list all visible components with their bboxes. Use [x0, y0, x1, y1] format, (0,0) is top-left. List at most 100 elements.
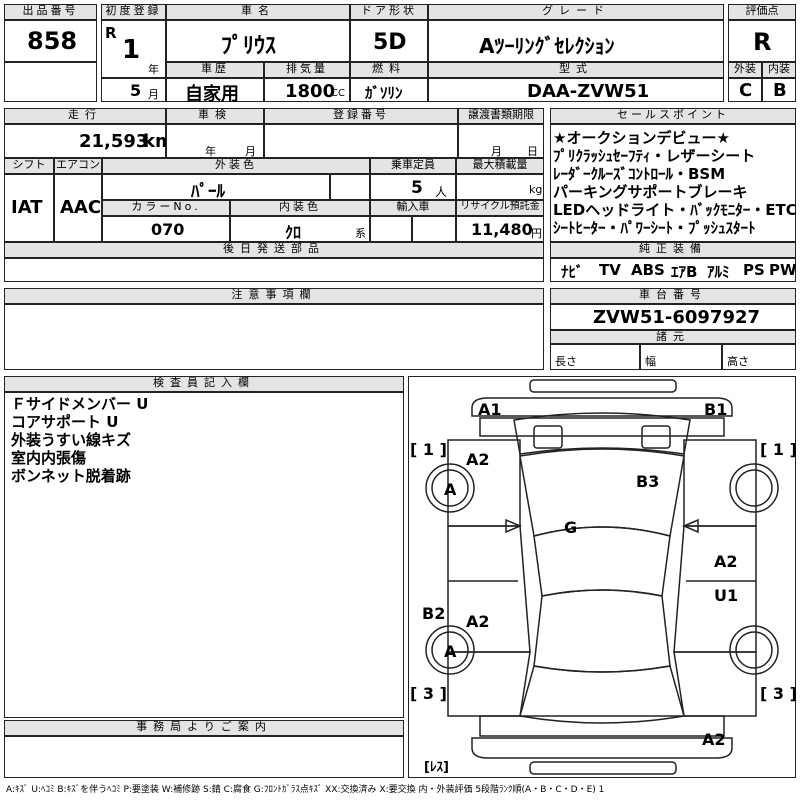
month-unit: 月	[148, 88, 159, 101]
equipment-abs: ABS	[631, 261, 665, 279]
score-cell: R	[728, 20, 796, 62]
door: 5D	[373, 30, 407, 55]
grade-label: グレード	[428, 4, 724, 20]
damage-a2-left-rear: A2	[466, 612, 490, 631]
inspection-cell: 年 月	[166, 124, 264, 158]
year-unit: 年	[148, 63, 159, 76]
sales-point-item: ｼｰﾄﾋｰﾀｰ・ﾊﾟﾜｰｼｰﾄ・ﾌﾟｯｼｭｽﾀｰﾄ	[553, 219, 756, 237]
mileage-label: 走行	[4, 108, 166, 124]
import-cell-2	[412, 216, 456, 242]
panel-number-rear-left: [ 3 ]	[410, 684, 447, 703]
interior-label: 内装	[762, 62, 796, 78]
recycle-cell: 11,480 円	[456, 216, 544, 242]
car-diagram	[425, 379, 779, 775]
interior-color: ｸﾛ	[285, 223, 302, 242]
panel-number-rear-right: [ 3 ]	[760, 684, 797, 703]
fuel-label: 燃料	[350, 62, 428, 78]
damage-a1: A1	[478, 400, 502, 419]
spec-length-label: 長さ	[555, 355, 577, 368]
damage-u1: U1	[714, 586, 739, 605]
door-cell: 5D	[350, 20, 428, 62]
displacement-label: 排気量	[264, 62, 350, 78]
sales-point-item: ★オークションデビュー★	[553, 129, 730, 147]
color-cell: ﾊﾟｰﾙ	[102, 174, 330, 202]
registration-month: 5	[130, 81, 142, 100]
equipment-pw: PW	[769, 261, 797, 279]
mileage: 21,593	[79, 131, 149, 152]
sales-points-box: ★オークションデビュー★ ﾌﾟﾘｸﾗｯｼｭｾｰﾌﾃｨ・レザーシート ﾚｰﾀﾞｰｸ…	[550, 124, 797, 242]
transfer-month-unit: 月	[491, 145, 502, 158]
car-name-cell: ﾌﾟﾘｳｽ	[166, 20, 350, 62]
spec-height-cell: 高さ	[722, 344, 796, 370]
exterior-label: 外装	[728, 62, 762, 78]
sales-point-item: パーキングサポートブレーキ	[553, 183, 748, 201]
damage-a2-right: A2	[714, 552, 738, 571]
recycle-label: リサイクル預託金	[456, 200, 544, 216]
later-parts-cell	[4, 258, 544, 282]
spec-length-cell: 長さ	[550, 344, 640, 370]
inspector-line: Ｆサイドメンバー U	[11, 395, 149, 413]
score: R	[753, 28, 772, 56]
equipment-box: ﾅﾋﾞ TV ABS ｴｱB ｱﾙﾐ PS PW	[550, 258, 797, 282]
inspector-line: コアサポート U	[11, 413, 119, 431]
shift: IAT	[11, 197, 43, 218]
spec-height-label: 高さ	[727, 355, 749, 368]
spec-width-cell: 幅	[640, 344, 722, 370]
damage-b1: B1	[704, 400, 728, 419]
lot-number-cell: 858	[4, 20, 97, 62]
car-diagram-panel	[408, 376, 796, 778]
model-cell: DAA-ZVW51	[428, 78, 724, 102]
damage-wheel-rear-left: A	[444, 642, 457, 661]
notes-box	[4, 304, 544, 370]
capacity: 5	[411, 178, 423, 198]
inspector-box: Ｆサイドメンバー U コアサポート U 外装うすい線キズ 室内内張傷 ボンネット…	[4, 392, 404, 718]
era-mark: R	[105, 24, 117, 42]
displacement-unit: CC	[331, 88, 345, 99]
office-box	[4, 736, 404, 778]
recycle-unit: 円	[531, 227, 542, 240]
damage-a2-front: A2	[466, 450, 490, 469]
lot-number-blank	[4, 62, 97, 102]
chassis-cell: ZVW51-6097927	[550, 304, 796, 330]
inspection-label: 車検	[166, 108, 264, 124]
spec-width-label: 幅	[645, 355, 656, 368]
equipment-tv: TV	[599, 261, 621, 279]
sales-points-label: セールスポイント	[550, 108, 796, 124]
displacement-cell: 1800 CC	[264, 78, 350, 102]
interior-color-label: 内装色	[230, 200, 370, 216]
max-load-label: 最大積載量	[456, 158, 544, 174]
sales-point-item: ﾌﾟﾘｸﾗｯｼｭｾｰﾌﾃｨ・レザーシート	[553, 147, 756, 165]
inspector-line: ボンネット脱着跡	[11, 467, 131, 485]
color: ﾊﾟｰﾙ	[191, 182, 225, 202]
registration-number-label: 登録番号	[264, 108, 458, 124]
history: 自家用	[185, 84, 239, 105]
color-number: 070	[151, 220, 185, 239]
chassis-label: 車台番号	[550, 288, 796, 304]
capacity-unit: 人	[435, 185, 448, 199]
color-extra-cell	[330, 174, 370, 200]
damage-b3: B3	[636, 472, 660, 491]
first-registration-label: 初度登録	[101, 4, 166, 20]
capacity-cell: 5 人	[370, 174, 456, 200]
aircon: AAC	[60, 197, 102, 218]
inspector-label: 検査員記入欄	[4, 376, 404, 392]
fuel-cell: ｶﾞｿﾘﾝ	[350, 78, 428, 102]
interior-color-cell: ｸﾛ 系	[230, 216, 370, 242]
import-cell	[370, 216, 412, 242]
sales-point-item: LEDヘッドライト・ﾊﾞｯｸﾓﾆﾀｰ・ETC	[553, 201, 797, 219]
registration-month-cell: 5 月	[101, 78, 166, 102]
car-name: ﾌﾟﾘｳｽ	[221, 34, 277, 59]
equipment-airbag: ｴｱB	[671, 263, 698, 281]
spec-label: 諸元	[550, 330, 796, 344]
interior-score: B	[773, 80, 787, 101]
score-label: 評価点	[728, 4, 796, 20]
history-cell: 自家用	[166, 78, 264, 105]
damage-wheel-front-left: A	[444, 480, 457, 499]
inspector-line: 外装うすい線キズ	[11, 431, 132, 449]
color-number-cell: 070	[102, 216, 230, 242]
fuel: ｶﾞｿﾘﾝ	[365, 84, 403, 102]
interior-color-unit: 系	[355, 227, 366, 240]
registration-year: 1	[122, 35, 141, 65]
color-number-label: カラーNo.	[102, 200, 230, 216]
panel-number-front-right: [ 1 ]	[760, 440, 797, 459]
